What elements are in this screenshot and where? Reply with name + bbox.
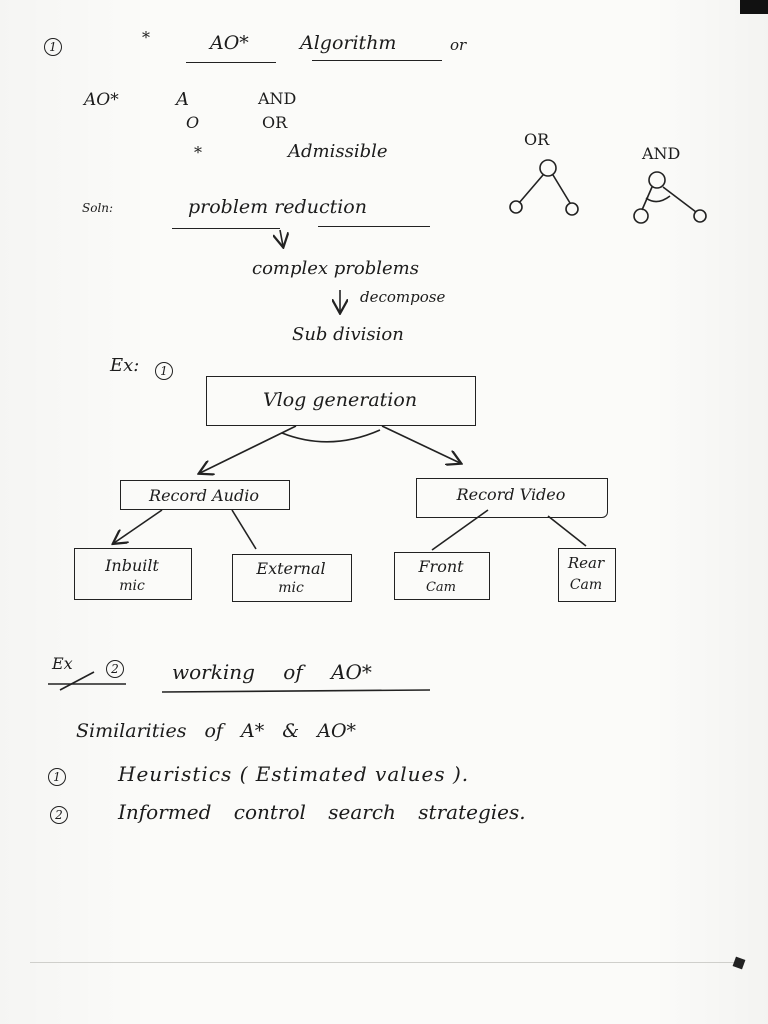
similarities-title: Similarities of A* & AO* xyxy=(76,720,357,742)
working-underlines xyxy=(48,671,431,693)
title-suffix: or xyxy=(450,36,467,54)
title-underline-1 xyxy=(186,62,276,63)
root-node-vlog-generation xyxy=(206,376,476,426)
problem-reduction-underline-1 xyxy=(172,228,280,229)
reduction-arrows xyxy=(280,229,340,312)
node-record-video xyxy=(416,478,608,518)
sub-division-text: Sub division xyxy=(292,324,404,345)
title-underline-2 xyxy=(312,60,442,61)
acronym-letter-o: O xyxy=(186,113,200,132)
similarity-2-number: 2 xyxy=(50,806,68,824)
problem-reduction-underline-2 xyxy=(318,226,430,227)
title-prefix-mark: * xyxy=(142,28,150,47)
similarity-2-text: Informed control search strategies. xyxy=(118,800,526,824)
working-title: working of AO* xyxy=(172,660,372,684)
page-edge xyxy=(30,962,740,963)
title-algorithm-word: Algorithm xyxy=(300,32,397,54)
and-node-label: AND xyxy=(642,144,681,163)
scan-corner xyxy=(740,0,768,14)
node-record-audio-label: Record Audio xyxy=(149,486,259,505)
leaf-inbuilt-mic-line2: mic xyxy=(119,578,145,594)
node-record-video-label: Record Video xyxy=(456,485,566,504)
leaf-rear-cam-line2: Cam xyxy=(569,577,603,593)
acronym-meaning-admissible: Admissible xyxy=(288,141,388,162)
acronym-label: AO* xyxy=(84,90,119,110)
leaf-inbuilt-mic-line1: Inbuilt xyxy=(105,556,159,575)
similarity-1-text: Heuristics ( Estimated values ). xyxy=(118,762,470,786)
root-node-label: Vlog generation xyxy=(262,389,418,411)
leaf-front-cam xyxy=(394,552,490,600)
leaf-external-mic-line1: External xyxy=(256,559,326,578)
complex-problems-text: complex problems xyxy=(252,258,419,279)
leaf-rear-cam-line1: Rear xyxy=(567,554,605,572)
acronym-letter-star: * xyxy=(194,143,202,162)
leaf-front-cam-line2: Cam xyxy=(425,580,457,595)
title-algorithm-name: AO* xyxy=(210,32,249,54)
tree-edges xyxy=(114,425,587,551)
acronym-letter-a: A xyxy=(176,89,189,110)
node-record-audio xyxy=(120,480,290,510)
leaf-external-mic-line2: mic xyxy=(278,580,304,596)
example-label: Ex: xyxy=(110,355,140,376)
example-number: 1 xyxy=(155,362,173,380)
working-example-number: 2 xyxy=(106,660,124,678)
leaf-external-mic xyxy=(232,554,352,602)
and-node-diagram xyxy=(633,171,707,224)
acronym-meaning-and: AND xyxy=(258,89,297,108)
leaf-front-cam-line1: Front xyxy=(418,557,464,576)
problem-reduction-title: problem reduction xyxy=(188,196,367,218)
working-example-label: Ex xyxy=(52,654,73,673)
leaf-inbuilt-mic xyxy=(74,548,192,600)
leaf-rear-cam xyxy=(558,548,616,602)
or-node-diagram xyxy=(509,159,579,216)
similarity-1-number: 1 xyxy=(48,768,66,786)
decompose-label: decompose xyxy=(360,288,446,306)
solution-prefix: Soln: xyxy=(82,201,114,215)
acronym-meaning-or: OR xyxy=(262,113,288,132)
or-node-label: OR xyxy=(524,130,550,149)
title-number: 1 xyxy=(44,38,62,56)
